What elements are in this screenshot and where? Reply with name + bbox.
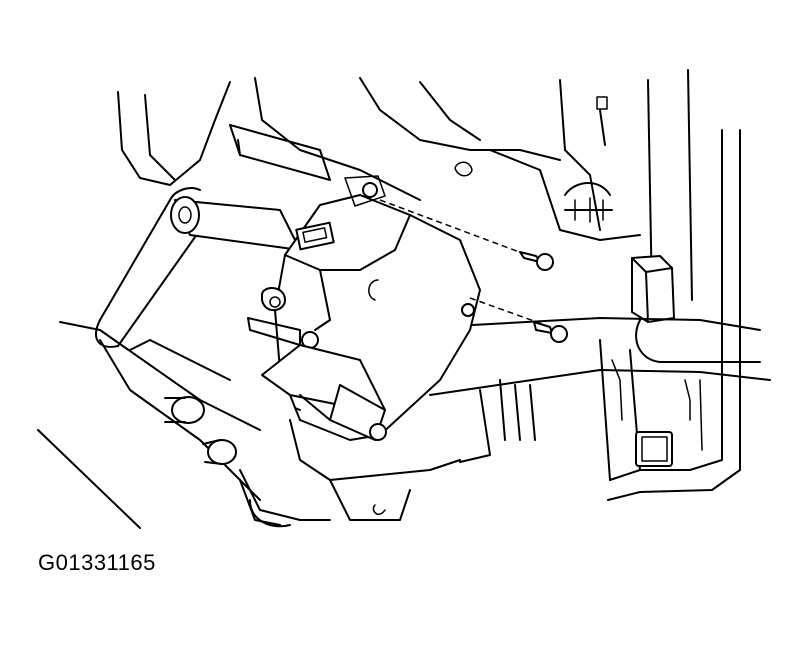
figure-code: G01331165 xyxy=(38,550,156,575)
servo-link-lever xyxy=(261,344,387,441)
mounting-screws xyxy=(379,199,568,343)
connector-block xyxy=(631,255,675,323)
left-duct xyxy=(37,187,331,529)
lower-housing xyxy=(239,379,536,526)
support-beam xyxy=(379,317,771,396)
right-bracket xyxy=(599,69,741,501)
heater-housing xyxy=(117,77,641,241)
